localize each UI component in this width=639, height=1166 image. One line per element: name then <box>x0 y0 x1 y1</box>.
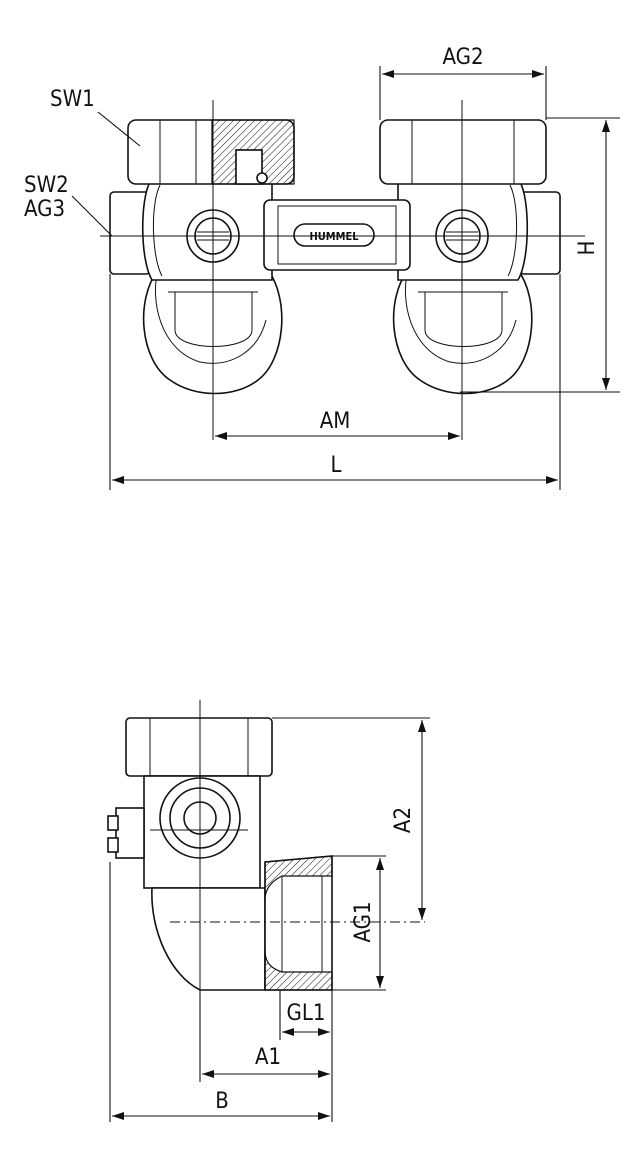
right-outlet-loop <box>392 269 533 395</box>
side-threaded-connection <box>264 855 333 991</box>
label-h: H <box>575 241 600 256</box>
side-cap-nut <box>125 717 273 777</box>
label-sw1: SW1 <box>50 87 95 112</box>
right-cap-nut <box>379 119 547 185</box>
left-valve-body <box>109 179 273 281</box>
right-valve-body <box>397 179 561 281</box>
label-am: AM <box>320 409 351 434</box>
side-view: A2 AG1 GL1 A1 B <box>107 700 430 1122</box>
label-ag1: AG1 <box>351 901 376 942</box>
label-a2: A2 <box>391 807 416 833</box>
label-gl1: GL1 <box>287 1001 326 1026</box>
center-bridge: HUMMEL <box>263 199 411 271</box>
label-a1: A1 <box>255 1045 281 1070</box>
side-valve-body <box>143 775 266 991</box>
label-ag3: AG3 <box>24 197 65 222</box>
side-vent-screw <box>107 807 145 859</box>
label-l: L <box>330 453 341 478</box>
label-sw2: SW2 <box>24 173 69 198</box>
left-cap-nut <box>127 119 295 185</box>
front-view: HUMMEL SW1 SW2 AG3 AG2 H AM L <box>24 45 620 490</box>
label-b: B <box>215 1089 229 1114</box>
label-ag2: AG2 <box>442 45 483 70</box>
